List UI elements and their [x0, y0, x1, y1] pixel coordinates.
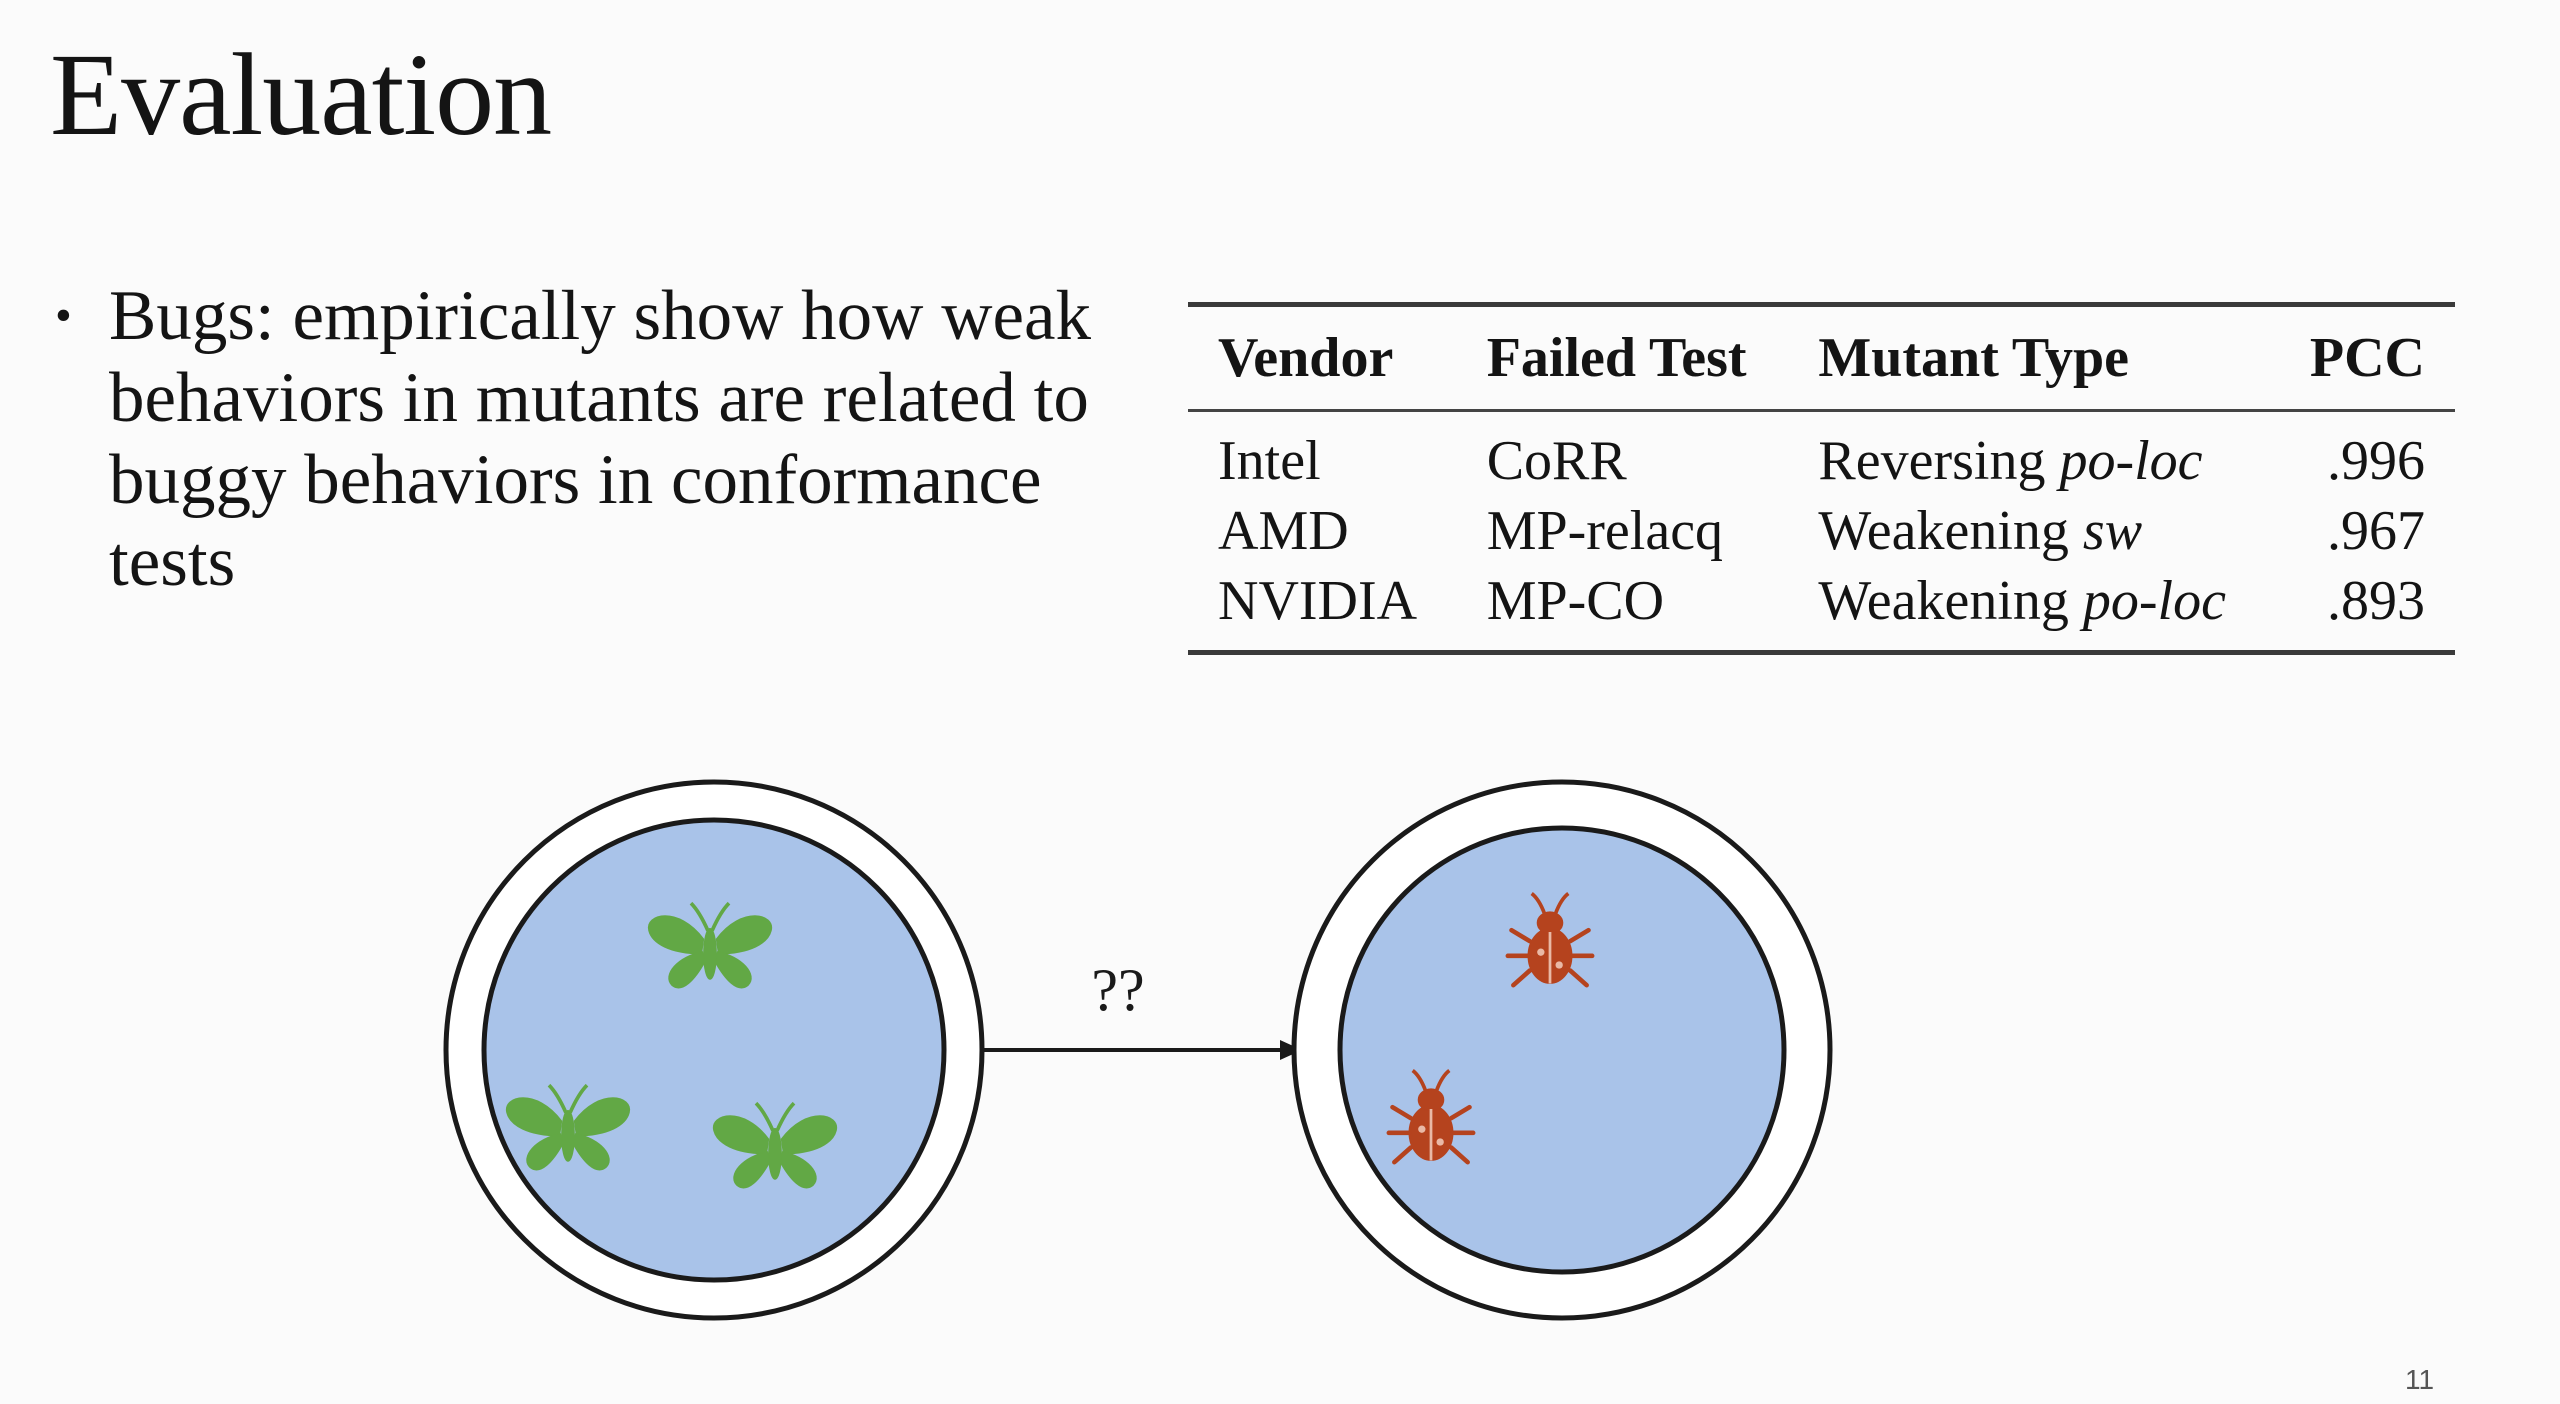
table-row: Intel CoRR Reversing po-loc .996: [1188, 411, 2455, 497]
table-row: NVIDIA MP-CO Weakening po-loc .893: [1188, 566, 2455, 653]
table-header-row: Vendor Failed Test Mutant Type PCC: [1188, 304, 2455, 412]
cell-failed-test: MP-relacq: [1486, 500, 1724, 562]
cell-vendor: NVIDIA: [1218, 570, 1418, 632]
table-row: AMD MP-relacq Weakening sw .967: [1188, 496, 2455, 566]
mutant-term: sw: [2082, 500, 2143, 562]
slide-title: Evaluation: [50, 29, 552, 160]
header-mutant-type: Mutant Type: [1788, 304, 2274, 412]
right-circle-group: [1291, 779, 1833, 1321]
cell-pcc: .967: [2327, 500, 2425, 562]
bullet-text: Bugs: empirically show how weak behavior…: [109, 277, 1092, 601]
cell-mutant-type: Weakening sw: [1788, 496, 2273, 566]
cell-pcc: .893: [2327, 570, 2425, 632]
mutant-term: po-loc: [2082, 570, 2226, 632]
left-circle-group: [443, 779, 985, 1321]
cell-pcc: .996: [2327, 430, 2425, 492]
arrow-head: [1280, 1040, 1302, 1060]
cell-mutant-type: Weakening po-loc: [1788, 566, 2273, 653]
mutant-prefix: Weakening: [1818, 500, 2083, 562]
bullet-marker: •: [55, 289, 72, 342]
cell-failed-test: CoRR: [1486, 430, 1627, 492]
mutant-prefix: Reversing: [1818, 430, 2060, 492]
cell-vendor: AMD: [1218, 500, 1349, 562]
arrow-group: ??: [982, 957, 1302, 1060]
header-vendor: Vendor: [1188, 304, 1457, 412]
mutant-term: po-loc: [2059, 430, 2203, 492]
bullet-point: • Bugs: empirically show how weak behavi…: [55, 275, 1115, 603]
header-failed-test: Failed Test: [1456, 304, 1789, 412]
cell-vendor: Intel: [1218, 430, 1321, 492]
results-table: Vendor Failed Test Mutant Type PCC Intel…: [1188, 302, 2455, 655]
right-inner-circle: [1337, 825, 1787, 1275]
cell-failed-test: MP-CO: [1486, 570, 1665, 632]
mutant-prefix: Weakening: [1818, 570, 2083, 632]
page-number: 11: [2405, 1364, 2435, 1395]
header-pcc: PCC: [2273, 304, 2455, 412]
cell-mutant-type: Reversing po-loc: [1788, 411, 2273, 497]
arrow-label: ??: [1091, 957, 1144, 1023]
left-inner-circle: [481, 817, 947, 1283]
